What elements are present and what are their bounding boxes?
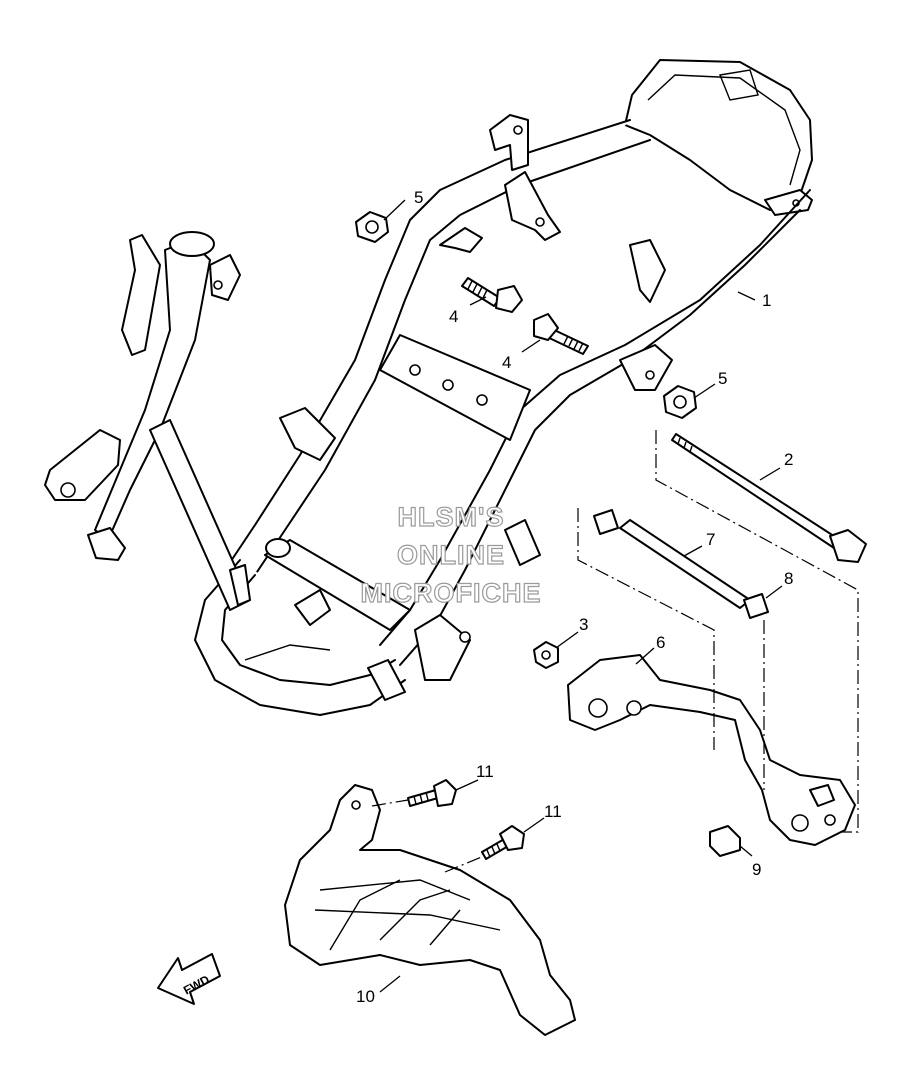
callout-11-upper: 11 — [476, 762, 494, 781]
watermark-line-3: MICROFICHE — [361, 578, 542, 608]
watermark: HLSM'S ONLINE MICROFICHE — [360, 501, 542, 608]
callout-5-upper: 5 — [414, 188, 423, 207]
callout-10: 10 — [356, 987, 375, 1006]
forward-arrow-icon: FWD — [157, 953, 221, 1005]
callout-2: 2 — [784, 450, 793, 469]
callout-11-lower: 11 — [544, 802, 562, 821]
callout-3: 3 — [579, 615, 588, 634]
callout-labels: 1 2 3 4 4 5 5 6 7 8 9 10 11 11 — [356, 188, 793, 1006]
nut-part-3[interactable] — [533, 641, 559, 669]
callout-4-upper: 4 — [449, 307, 458, 326]
bushing-part-8-right[interactable] — [743, 593, 769, 619]
watermark-line-1: HLSM'S — [398, 502, 505, 532]
bolt-part-4-upper[interactable] — [461, 277, 523, 313]
callout-7: 7 — [706, 530, 715, 549]
leader-lines — [379, 199, 783, 993]
nut-part-5-lower[interactable] — [663, 385, 697, 419]
callout-1: 1 — [762, 291, 771, 310]
bolt-part-11-lower[interactable] — [481, 825, 525, 860]
callout-5-lower: 5 — [718, 369, 727, 388]
callout-4-lower: 4 — [502, 353, 511, 372]
assembly-guide-lines — [371, 430, 859, 873]
nut-part-5-upper[interactable] — [355, 211, 389, 243]
frame-part[interactable] — [44, 59, 813, 716]
callout-9: 9 — [752, 860, 761, 879]
collar-part-7[interactable] — [619, 519, 751, 609]
callout-8: 8 — [784, 569, 793, 588]
bushing-part-8-left[interactable] — [593, 509, 619, 535]
bolt-part-2[interactable] — [671, 433, 867, 563]
guard-part-10[interactable] — [284, 784, 576, 1036]
stay-part-6[interactable] — [567, 654, 856, 846]
bolt-part-11-upper[interactable] — [407, 779, 457, 807]
callout-6: 6 — [656, 633, 665, 652]
watermark-line-2: ONLINE — [397, 540, 505, 570]
damper-part-9[interactable] — [709, 825, 741, 857]
bolt-part-4-lower[interactable] — [533, 313, 589, 355]
